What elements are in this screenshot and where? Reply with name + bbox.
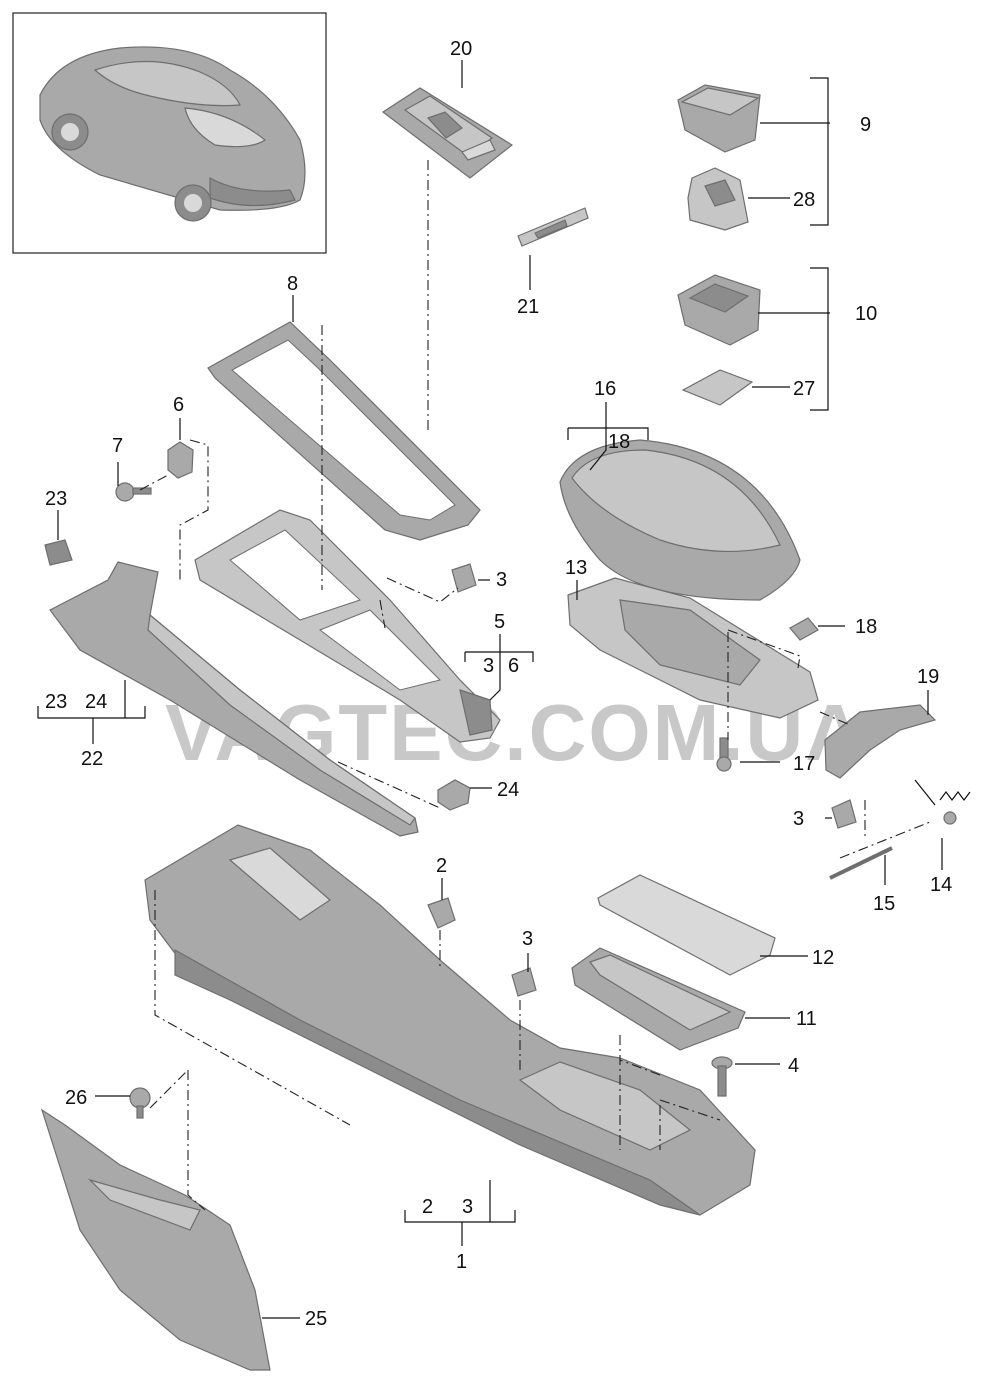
part-17-bolt xyxy=(716,737,732,772)
part-22-side-trim xyxy=(49,561,419,837)
callout-8: 8 xyxy=(287,273,298,295)
callout-5: 5 xyxy=(494,611,505,633)
part-8-console-bezel xyxy=(207,321,481,541)
callout-17: 17 xyxy=(793,753,815,775)
callout-21: 21 xyxy=(517,296,539,318)
part-3-clip-upper xyxy=(451,563,477,593)
assembly-lines xyxy=(139,160,931,1211)
callout-4: 4 xyxy=(788,1055,799,1077)
callout-10: 10 xyxy=(855,303,877,325)
part-12-console-mat xyxy=(597,874,776,976)
part-4-bolt xyxy=(711,1056,733,1097)
part-20-shifter-trim xyxy=(381,87,514,179)
callout-3-lower: 3 xyxy=(522,928,533,950)
callout-22: 22 xyxy=(81,748,103,770)
part-3-clip-right xyxy=(831,799,857,829)
group-22-sub-b: 24 xyxy=(85,691,107,713)
group-16-sub: 18 xyxy=(608,431,630,453)
part-7-screw xyxy=(115,482,152,502)
part-16-armrest-lid xyxy=(559,439,801,601)
part-9-cup-cover xyxy=(677,84,761,153)
callout-7: 7 xyxy=(112,435,123,457)
callout-11: 11 xyxy=(796,1008,817,1030)
callout-2: 2 xyxy=(436,855,447,877)
part-25-lower-trim xyxy=(40,1108,271,1371)
callout-1: 1 xyxy=(456,1251,467,1273)
part-2-clip xyxy=(427,897,456,929)
callout-20: 20 xyxy=(450,38,472,60)
part-27-tray-mat xyxy=(681,369,754,406)
part-11-console-tray xyxy=(571,947,746,1051)
group-1-sub-a: 2 xyxy=(422,1196,433,1218)
part-3-clip-lower xyxy=(511,967,537,997)
callout-16: 16 xyxy=(594,378,616,400)
callout-12: 12 xyxy=(812,947,834,969)
callout-14: 14 xyxy=(930,874,952,896)
callout-6: 6 xyxy=(173,394,184,416)
callout-27: 27 xyxy=(793,378,815,400)
group-22-sub-a: 23 xyxy=(45,691,67,713)
callout-24: 24 xyxy=(497,779,519,801)
part-10-storage-tray xyxy=(677,274,761,346)
group-1-sub-b: 3 xyxy=(462,1196,473,1218)
group-5-sub-b: 6 xyxy=(508,655,519,677)
part-24-clip xyxy=(437,779,471,811)
leader-lines xyxy=(37,60,943,1319)
part-frame-carrier xyxy=(194,509,501,743)
callout-28: 28 xyxy=(793,189,815,211)
callout-25: 25 xyxy=(305,1308,327,1330)
part-1-center-console xyxy=(144,824,756,1216)
part-28-cup-insert xyxy=(687,167,749,231)
callout-9: 9 xyxy=(860,114,871,136)
callout-18: 18 xyxy=(855,616,877,638)
part-19-bracket xyxy=(824,704,937,779)
part-15-rod xyxy=(829,846,893,880)
callout-labels: 20 21 9 28 10 27 8 6 7 23 16 18 3 13 5 3… xyxy=(45,38,952,1330)
part-14-spring xyxy=(914,779,971,825)
callout-3-right: 3 xyxy=(793,808,804,830)
part-13-armrest-base xyxy=(567,577,819,719)
callout-26: 26 xyxy=(65,1087,87,1109)
callout-15: 15 xyxy=(873,893,895,915)
callout-19: 19 xyxy=(917,666,939,688)
callout-13: 13 xyxy=(565,557,587,579)
vehicle-thumbnail xyxy=(12,12,327,254)
part-21-switch-panel xyxy=(517,207,589,247)
part-18-clip xyxy=(789,617,819,641)
car-illustration xyxy=(39,46,306,222)
callout-23: 23 xyxy=(45,488,67,510)
part-26-clip xyxy=(129,1087,151,1119)
callout-3-upper: 3 xyxy=(496,569,507,591)
group-5-sub-a: 3 xyxy=(483,655,494,677)
part-23-clip xyxy=(44,539,73,566)
part-6-clip xyxy=(167,441,194,479)
